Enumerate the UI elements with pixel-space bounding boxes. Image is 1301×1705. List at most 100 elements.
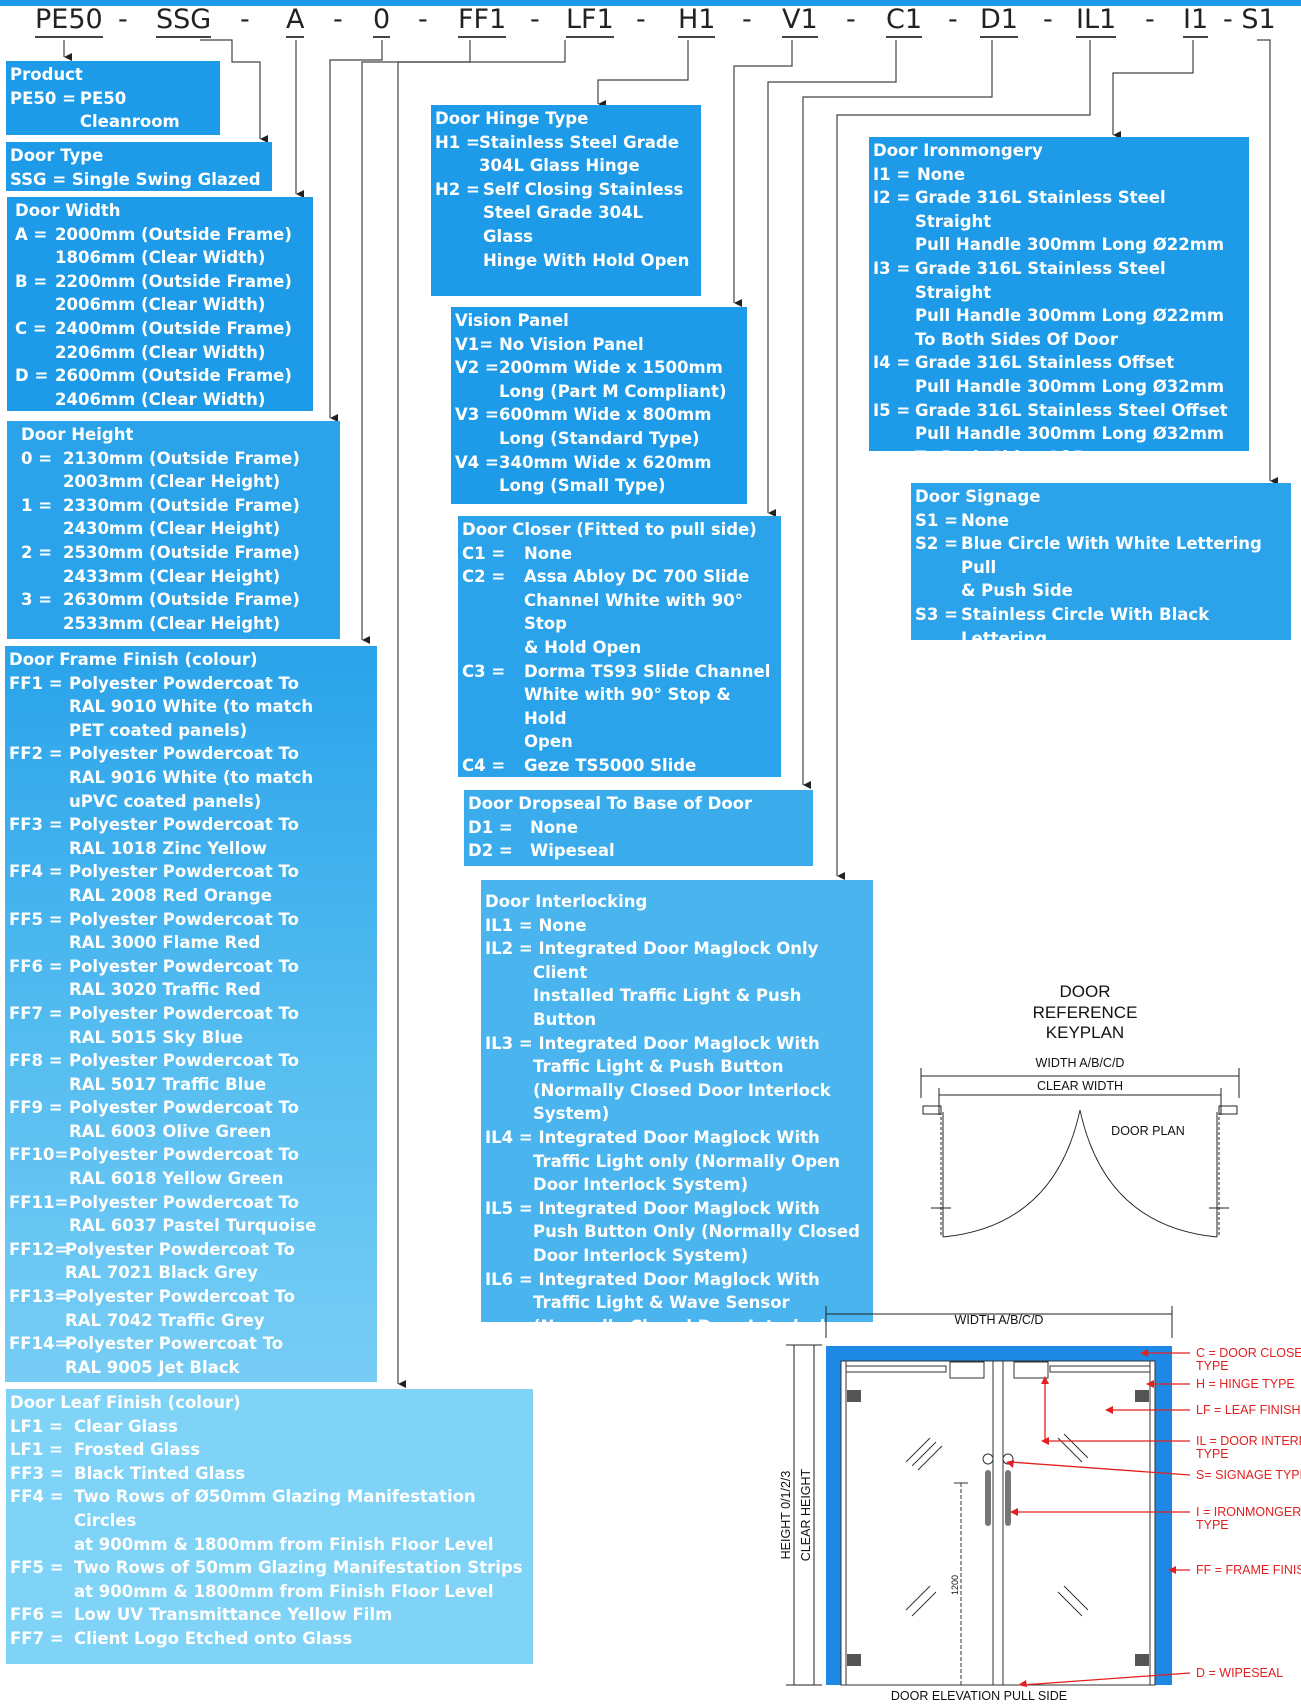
- spec-item: IL6 = Integrated Door Maglock With Traff…: [485, 1269, 831, 1323]
- product-heading: Product: [10, 65, 83, 84]
- hinge-box: Door Hinge Type H1 =Stainless Steel Grad…: [431, 105, 701, 296]
- spec-item: FF6 =Low UV Transmittance Yellow Film: [10, 1605, 393, 1625]
- callout-interlock: IL = DOOR INTERLOCKTYPE: [1196, 1434, 1301, 1461]
- spec-item: 1 =2330mm (Outside Frame) 2430mm (Clear …: [21, 495, 300, 539]
- keyplan-width-label: WIDTH A/B/C/D: [1036, 1056, 1125, 1070]
- closer-box: Door Closer (Fitted to pull side) C1 =No…: [458, 516, 781, 777]
- spec-item: IL4 = Integrated Door Maglock With Traff…: [485, 1127, 840, 1195]
- door-width-box: Door Width A =2000mm (Outside Frame) 180…: [7, 197, 313, 411]
- connector-interlock: [836, 40, 1091, 880]
- code-separator: -: [948, 4, 958, 35]
- code-segment-leaf-finish: LF1: [566, 4, 614, 38]
- frame-finish-heading: Door Frame Finish (colour): [9, 650, 258, 669]
- elevation-height-label: HEIGHT 0/1/2/3: [779, 1471, 793, 1560]
- callout-wipeseal: D = WIPESEAL: [1196, 1666, 1283, 1680]
- elevation-caption: DOOR ELEVATION PULL SIDE: [891, 1689, 1067, 1703]
- spec-item: 3 =2630mm (Outside Frame) 2533mm (Clear …: [21, 590, 300, 633]
- spec-item: FF6 =Polyester Powdercoat To RAL 3020 Tr…: [9, 956, 299, 1000]
- spec-item: C4 =Geze TS5000 Slide Channel White with…: [462, 755, 697, 775]
- spec-item: I3 =Grade 316L Stainless Steel Straight …: [873, 258, 1225, 349]
- door-width-heading: Door Width: [15, 201, 121, 220]
- leaf-finish-heading: Door Leaf Finish (colour): [10, 1393, 241, 1412]
- spec-item: FF4 =Polyester Powdercoat To RAL 2008 Re…: [9, 862, 299, 905]
- spec-item: FF10=Polyester Powdercoat To RAL 6018 Ye…: [9, 1145, 299, 1189]
- spec-item: FF3 =Polyester Powdercoat To RAL 1018 Zi…: [9, 815, 299, 858]
- spec-item: FF5 =Polyester Powdercoat To RAL 3000 Fl…: [9, 909, 299, 953]
- interlocking-box: Door Interlocking IL1 = None IL2 = Integ…: [481, 880, 873, 1322]
- spec-item: FF8 =Polyester Powdercoat To RAL 5017 Tr…: [9, 1051, 299, 1094]
- spec-item: FF9 =Polyester Powdercoat To RAL 6003 Ol…: [9, 1098, 299, 1141]
- connector-leaf-finish: [397, 40, 566, 1388]
- code-segment-dropseal: D1: [980, 4, 1018, 38]
- code-segment-frame-finish: FF1: [458, 4, 507, 38]
- connector-closer: [767, 40, 897, 517]
- spec-item: LF1 =Frosted Glass: [10, 1440, 201, 1460]
- spec-item: V3 =600mm Wide x 800mm Long (Standard Ty…: [455, 405, 712, 448]
- code-segment-vision: V1: [782, 4, 818, 38]
- spec-item: IL1 = None: [485, 915, 587, 935]
- spec-item: D =2600mm (Outside Frame) 2406mm (Clear …: [15, 366, 292, 409]
- spec-item: FF12=Polyester Powdercoat To RAL 7021 Bl…: [9, 1239, 295, 1283]
- code-segment-interlock: IL1: [1076, 4, 1117, 38]
- spec-item: PE50 =PE50 Cleanroom Door: [10, 88, 180, 132]
- keyplan-door-plan-label: DOOR PLAN: [1111, 1124, 1185, 1138]
- keyplan-title: DOOR REFERENCE KEYPLAN: [1032, 982, 1138, 1042]
- code-separator: -: [846, 4, 856, 35]
- code-segment-height: 0: [373, 4, 391, 38]
- door-elevation-drawing: WIDTH A/B/C/D HEIGHT 0/1/2/3 CLEAR HEIGH…: [779, 1306, 1301, 1703]
- code-segment-door-type: SSG: [156, 4, 212, 38]
- spec-item: H1 =Stainless Steel Grade 304L Glass Hin…: [435, 132, 679, 176]
- spec-item: H2 =Self Closing Stainless Steel Grade 3…: [435, 179, 690, 270]
- callout-hinge: H = HINGE TYPE: [1196, 1377, 1295, 1391]
- keyplan-clear-width-label: CLEAR WIDTH: [1037, 1079, 1123, 1093]
- code-segment-signage: - S1: [1223, 4, 1276, 35]
- door-plan-drawing: WIDTH A/B/C/D CLEAR WIDTH DOOR PLAN: [920, 1056, 1240, 1238]
- code-separator: -: [530, 4, 540, 35]
- code-separator: -: [1145, 4, 1155, 35]
- door-type-heading: Door Type: [10, 146, 104, 165]
- spec-item: D1 =None: [468, 817, 579, 837]
- spec-item: V4 =340mm Wide x 620mm Long (Small Type): [455, 452, 712, 496]
- callout-leaf-finish: LF = LEAF FINISH: [1196, 1403, 1301, 1417]
- spec-item: D2 =Wipeseal: [468, 841, 615, 861]
- spec-item: FF7 =Client Logo Etched onto Glass: [10, 1628, 353, 1648]
- spec-item: C2 =Assa Abloy DC 700 Slide Channel Whit…: [462, 567, 750, 657]
- spec-item: I5 =Grade 316L Stainless Steel Offset Pu…: [873, 400, 1228, 451]
- code-separator: -: [636, 4, 646, 35]
- leaf-finish-box: Door Leaf Finish (colour) LF1 =Clear Gla…: [6, 1389, 533, 1664]
- connector-signage: [1257, 39, 1278, 485]
- interlocking-heading: Door Interlocking: [485, 892, 648, 911]
- hinge-heading: Door Hinge Type: [435, 109, 589, 128]
- door-height-heading: Door Height: [21, 425, 134, 444]
- signage-heading: Door Signage: [915, 487, 1041, 506]
- ironmongery-box: Door Ironmongery I1 =None I2 =Grade 316L…: [869, 137, 1249, 451]
- spec-item: FF7 =Polyester Powdercoat To RAL 5015 Sk…: [9, 1003, 299, 1047]
- connector-ironmongery: [1112, 40, 1194, 139]
- code-separator: -: [418, 4, 428, 35]
- callout-frame-finish: FF = FRAME FINISH: [1196, 1563, 1301, 1577]
- code-segment-hinge: H1: [678, 4, 716, 38]
- spec-item: V2 =200mm Wide x 1500mm Long (Part M Com…: [455, 358, 727, 401]
- spec-item: FF14=Polyester Powercoat To RAL 9005 Jet…: [9, 1334, 284, 1377]
- spec-item: S2 =Blue Circle With White Lettering Pul…: [915, 534, 1262, 601]
- code-segment-width: A: [286, 4, 305, 38]
- elevation-1200-dimension: 1200: [950, 1575, 960, 1595]
- spec-item: IL5 = Integrated Door Maglock With Push …: [485, 1198, 860, 1265]
- code-separator: -: [240, 4, 250, 35]
- spec-item: LF1 =Clear Glass: [10, 1416, 178, 1436]
- spec-item: FF4 =Two Rows of Ø50mm Glazing Manifesta…: [10, 1487, 494, 1554]
- vision-panel-box: Vision Panel V1=No Vision Panel V2 =200m…: [451, 307, 747, 504]
- signage-box: Door Signage S1 =None S2 =Blue Circle Wi…: [911, 483, 1291, 640]
- code-separator: -: [333, 4, 343, 35]
- code-separator: -: [118, 4, 128, 35]
- code-segment-product: PE50: [35, 4, 103, 38]
- spec-item: 2 =2530mm (Outside Frame) 2433mm (Clear …: [21, 542, 300, 586]
- spec-item: FF11=Polyester Powdercoat To RAL 6037 Pa…: [9, 1192, 317, 1236]
- spec-item: C =2400mm (Outside Frame) 2206mm (Clear …: [15, 318, 292, 362]
- closer-heading: Door Closer (Fitted to pull side): [462, 520, 757, 539]
- spec-item: FF2 =Polyester Powdercoat To RAL 9016 Wh…: [9, 744, 314, 811]
- spec-item: I4 =Grade 316L Stainless Offset Pull Han…: [873, 353, 1225, 396]
